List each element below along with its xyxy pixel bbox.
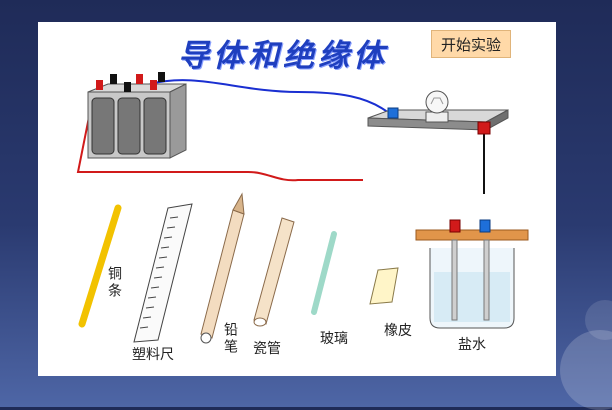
label-ceramic-tube: 瓷管: [253, 341, 281, 357]
blue-wire: [149, 79, 391, 115]
ceramic-tube-icon: [253, 217, 295, 327]
background-bubble: [585, 300, 612, 340]
label-copper-wire: 铜条: [106, 266, 122, 300]
label-salt-water: 盐水: [458, 337, 486, 353]
label-rubber: 橡皮: [384, 323, 412, 339]
page-title: 导体和绝缘体: [178, 38, 388, 74]
copper-bar-icon: [78, 204, 122, 328]
lamp-board-icon: [367, 90, 509, 135]
experiment-diagram: [76, 72, 529, 344]
beaker-icon: [415, 219, 529, 329]
background-bubble: [560, 330, 612, 410]
slide-canvas: 导体和绝缘体 开始实验 铜条 塑料尺 铅笔 瓷管 玻璃 橡皮 盐水: [38, 22, 556, 376]
plastic-ruler-icon: [133, 203, 193, 343]
glass-rod-icon: [311, 231, 337, 315]
label-glass: 玻璃: [320, 331, 348, 347]
rubber-eraser-icon: [369, 267, 399, 305]
start-experiment-button[interactable]: 开始实验: [431, 30, 511, 58]
pencil-icon: [200, 192, 245, 344]
red-wire: [76, 111, 363, 182]
battery-icon: [87, 72, 187, 159]
label-plastic-ruler: 塑料尺: [132, 347, 174, 363]
label-pencil-lead: 铅笔: [222, 322, 238, 356]
